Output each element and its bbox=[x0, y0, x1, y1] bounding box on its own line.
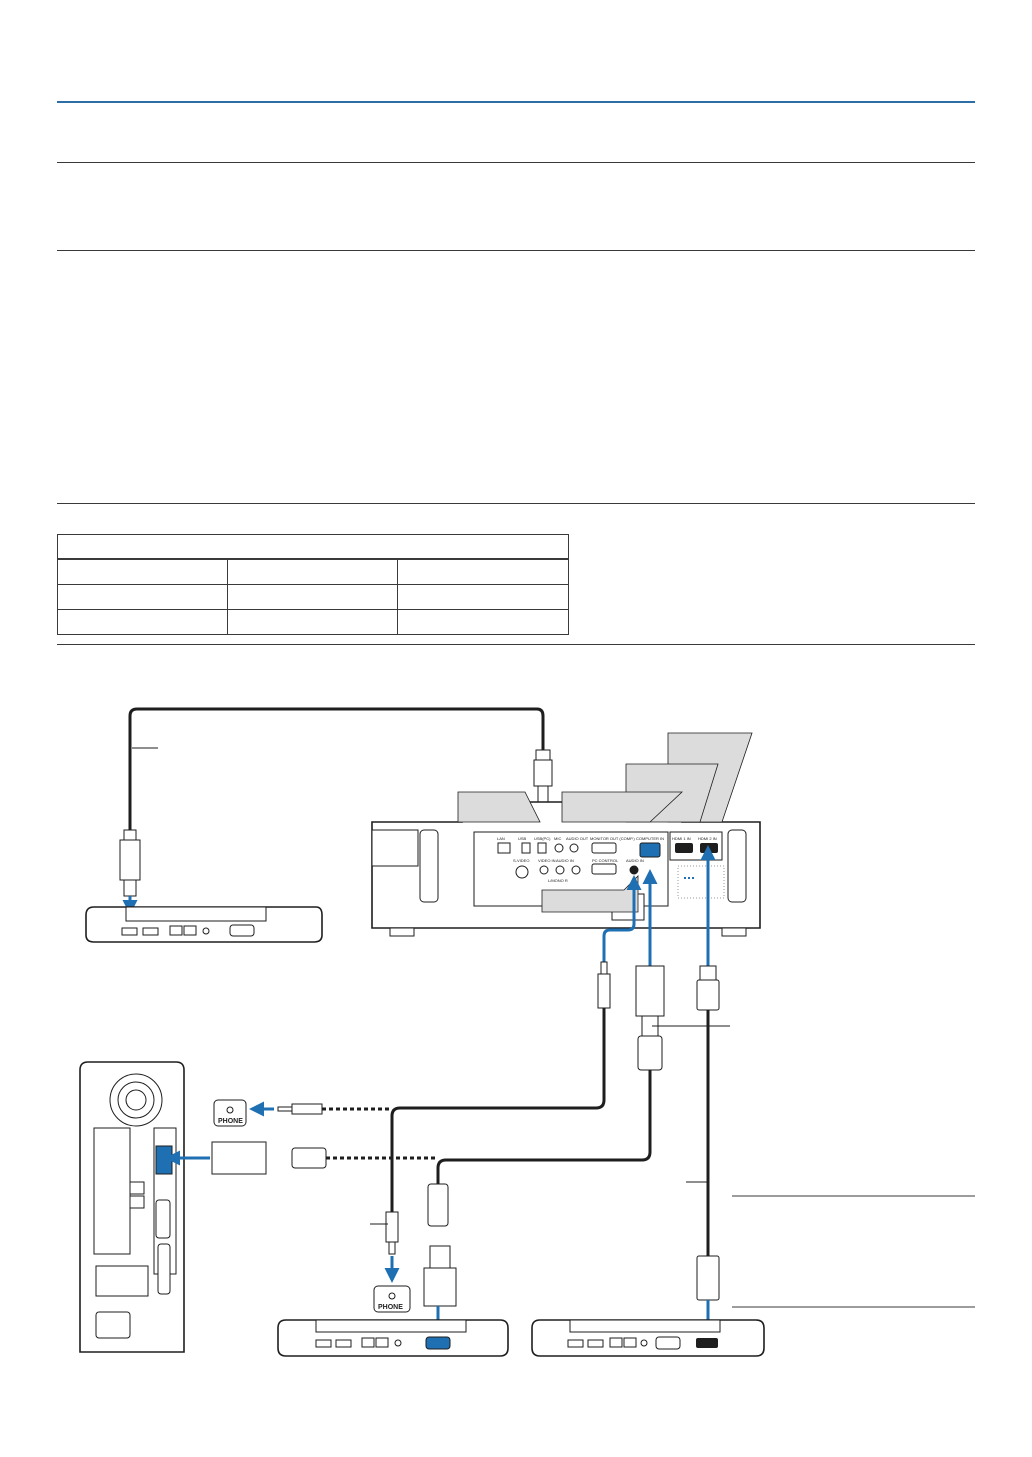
rule-5 bbox=[57, 644, 975, 645]
laptop-vga bbox=[277, 1319, 509, 1357]
connection-diagram: LAN USB USB(PC) MIC AUDIO OUT MONITOR OU… bbox=[79, 707, 975, 1357]
spec-table-header-row bbox=[57, 534, 569, 560]
hdmi-cable bbox=[686, 965, 720, 1335]
phone-jack-laptop: PHONE bbox=[373, 1285, 411, 1313]
port-label-monitor-out: MONITOR OUT (COMP.) bbox=[590, 836, 635, 841]
table-row bbox=[57, 609, 569, 635]
port-label-hdmi1: HDMI 1 IN bbox=[672, 836, 691, 841]
laptop-usb bbox=[85, 906, 323, 943]
desktop-computer bbox=[79, 1061, 185, 1353]
phone-jack-desktop: PHONE bbox=[213, 1099, 247, 1127]
laptop-hdmi bbox=[531, 1319, 765, 1357]
rule-3 bbox=[57, 250, 975, 251]
top-rule bbox=[57, 101, 975, 103]
vga-cable bbox=[423, 965, 730, 1335]
rule-2 bbox=[57, 162, 975, 163]
phone-label-desktop: PHONE bbox=[218, 1118, 243, 1125]
port-label-lr: L/MONO R bbox=[548, 878, 568, 883]
port-label-usb-a: USB bbox=[518, 836, 527, 841]
port-label-audio-in-lr: AUDIO IN bbox=[556, 858, 574, 863]
table-cell bbox=[227, 558, 398, 585]
audio-cable bbox=[370, 961, 611, 1283]
table-cell bbox=[397, 558, 569, 585]
port-label-audio-out: AUDIO OUT bbox=[566, 836, 589, 841]
spec-table-header-cell bbox=[57, 534, 569, 560]
table-cell bbox=[57, 609, 228, 635]
table-cell bbox=[227, 584, 398, 610]
table-row bbox=[57, 584, 569, 610]
port-label-mic: MIC bbox=[554, 836, 561, 841]
table-row bbox=[57, 558, 569, 585]
spec-table bbox=[57, 534, 569, 635]
phone-label-laptop: PHONE bbox=[378, 1304, 403, 1311]
port-label-video-in: VIDEO IN bbox=[538, 858, 556, 863]
table-cell bbox=[57, 558, 228, 585]
port-label-s-video: S-VIDEO bbox=[513, 858, 529, 863]
port-label-audio-in: AUDIO IN bbox=[626, 858, 644, 863]
rule-4 bbox=[57, 503, 975, 504]
usb-cable bbox=[119, 707, 553, 915]
table-cell bbox=[397, 584, 569, 610]
port-label-lan: LAN bbox=[497, 836, 505, 841]
callout-boxes bbox=[457, 732, 753, 913]
port-label-usb-pc: USB(PC) bbox=[534, 836, 551, 841]
desktop-optional-cables bbox=[165, 1101, 438, 1175]
table-cell bbox=[227, 609, 398, 635]
port-label-computer-in: COMPUTER IN bbox=[636, 836, 664, 841]
port-label-hdmi2: HDMI 2 IN bbox=[698, 836, 717, 841]
port-label-pc-control: PC CONTROL bbox=[592, 858, 619, 863]
table-cell bbox=[397, 609, 569, 635]
table-cell bbox=[57, 584, 228, 610]
